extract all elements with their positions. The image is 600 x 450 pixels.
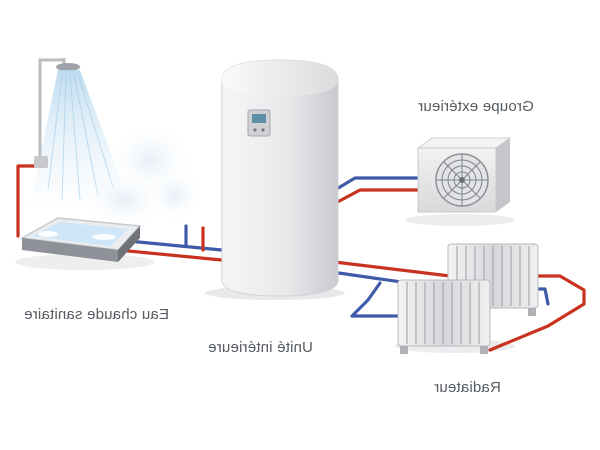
domestic-hot-water-basin [19,217,142,262]
radiator-front [397,279,491,354]
outdoor-unit [416,137,512,213]
shower [30,58,130,205]
cold-pipe-return [350,281,402,318]
indoor-unit [221,59,339,297]
tap-icon [34,156,48,168]
label-radiator: Radiateur [434,379,501,396]
label-outdoor-unit: Groupe extérieur [418,98,534,115]
shower-head-icon [56,63,80,71]
hot-pipe-sink [116,248,234,263]
hot-pipe-outdoor [328,188,420,208]
label-domestic-hot-water: Eau chaude sanitaire [24,306,169,323]
cold-pipe-sink [116,238,234,253]
label-indoor-unit: Unité intérieure [208,339,313,356]
steam [80,120,205,230]
